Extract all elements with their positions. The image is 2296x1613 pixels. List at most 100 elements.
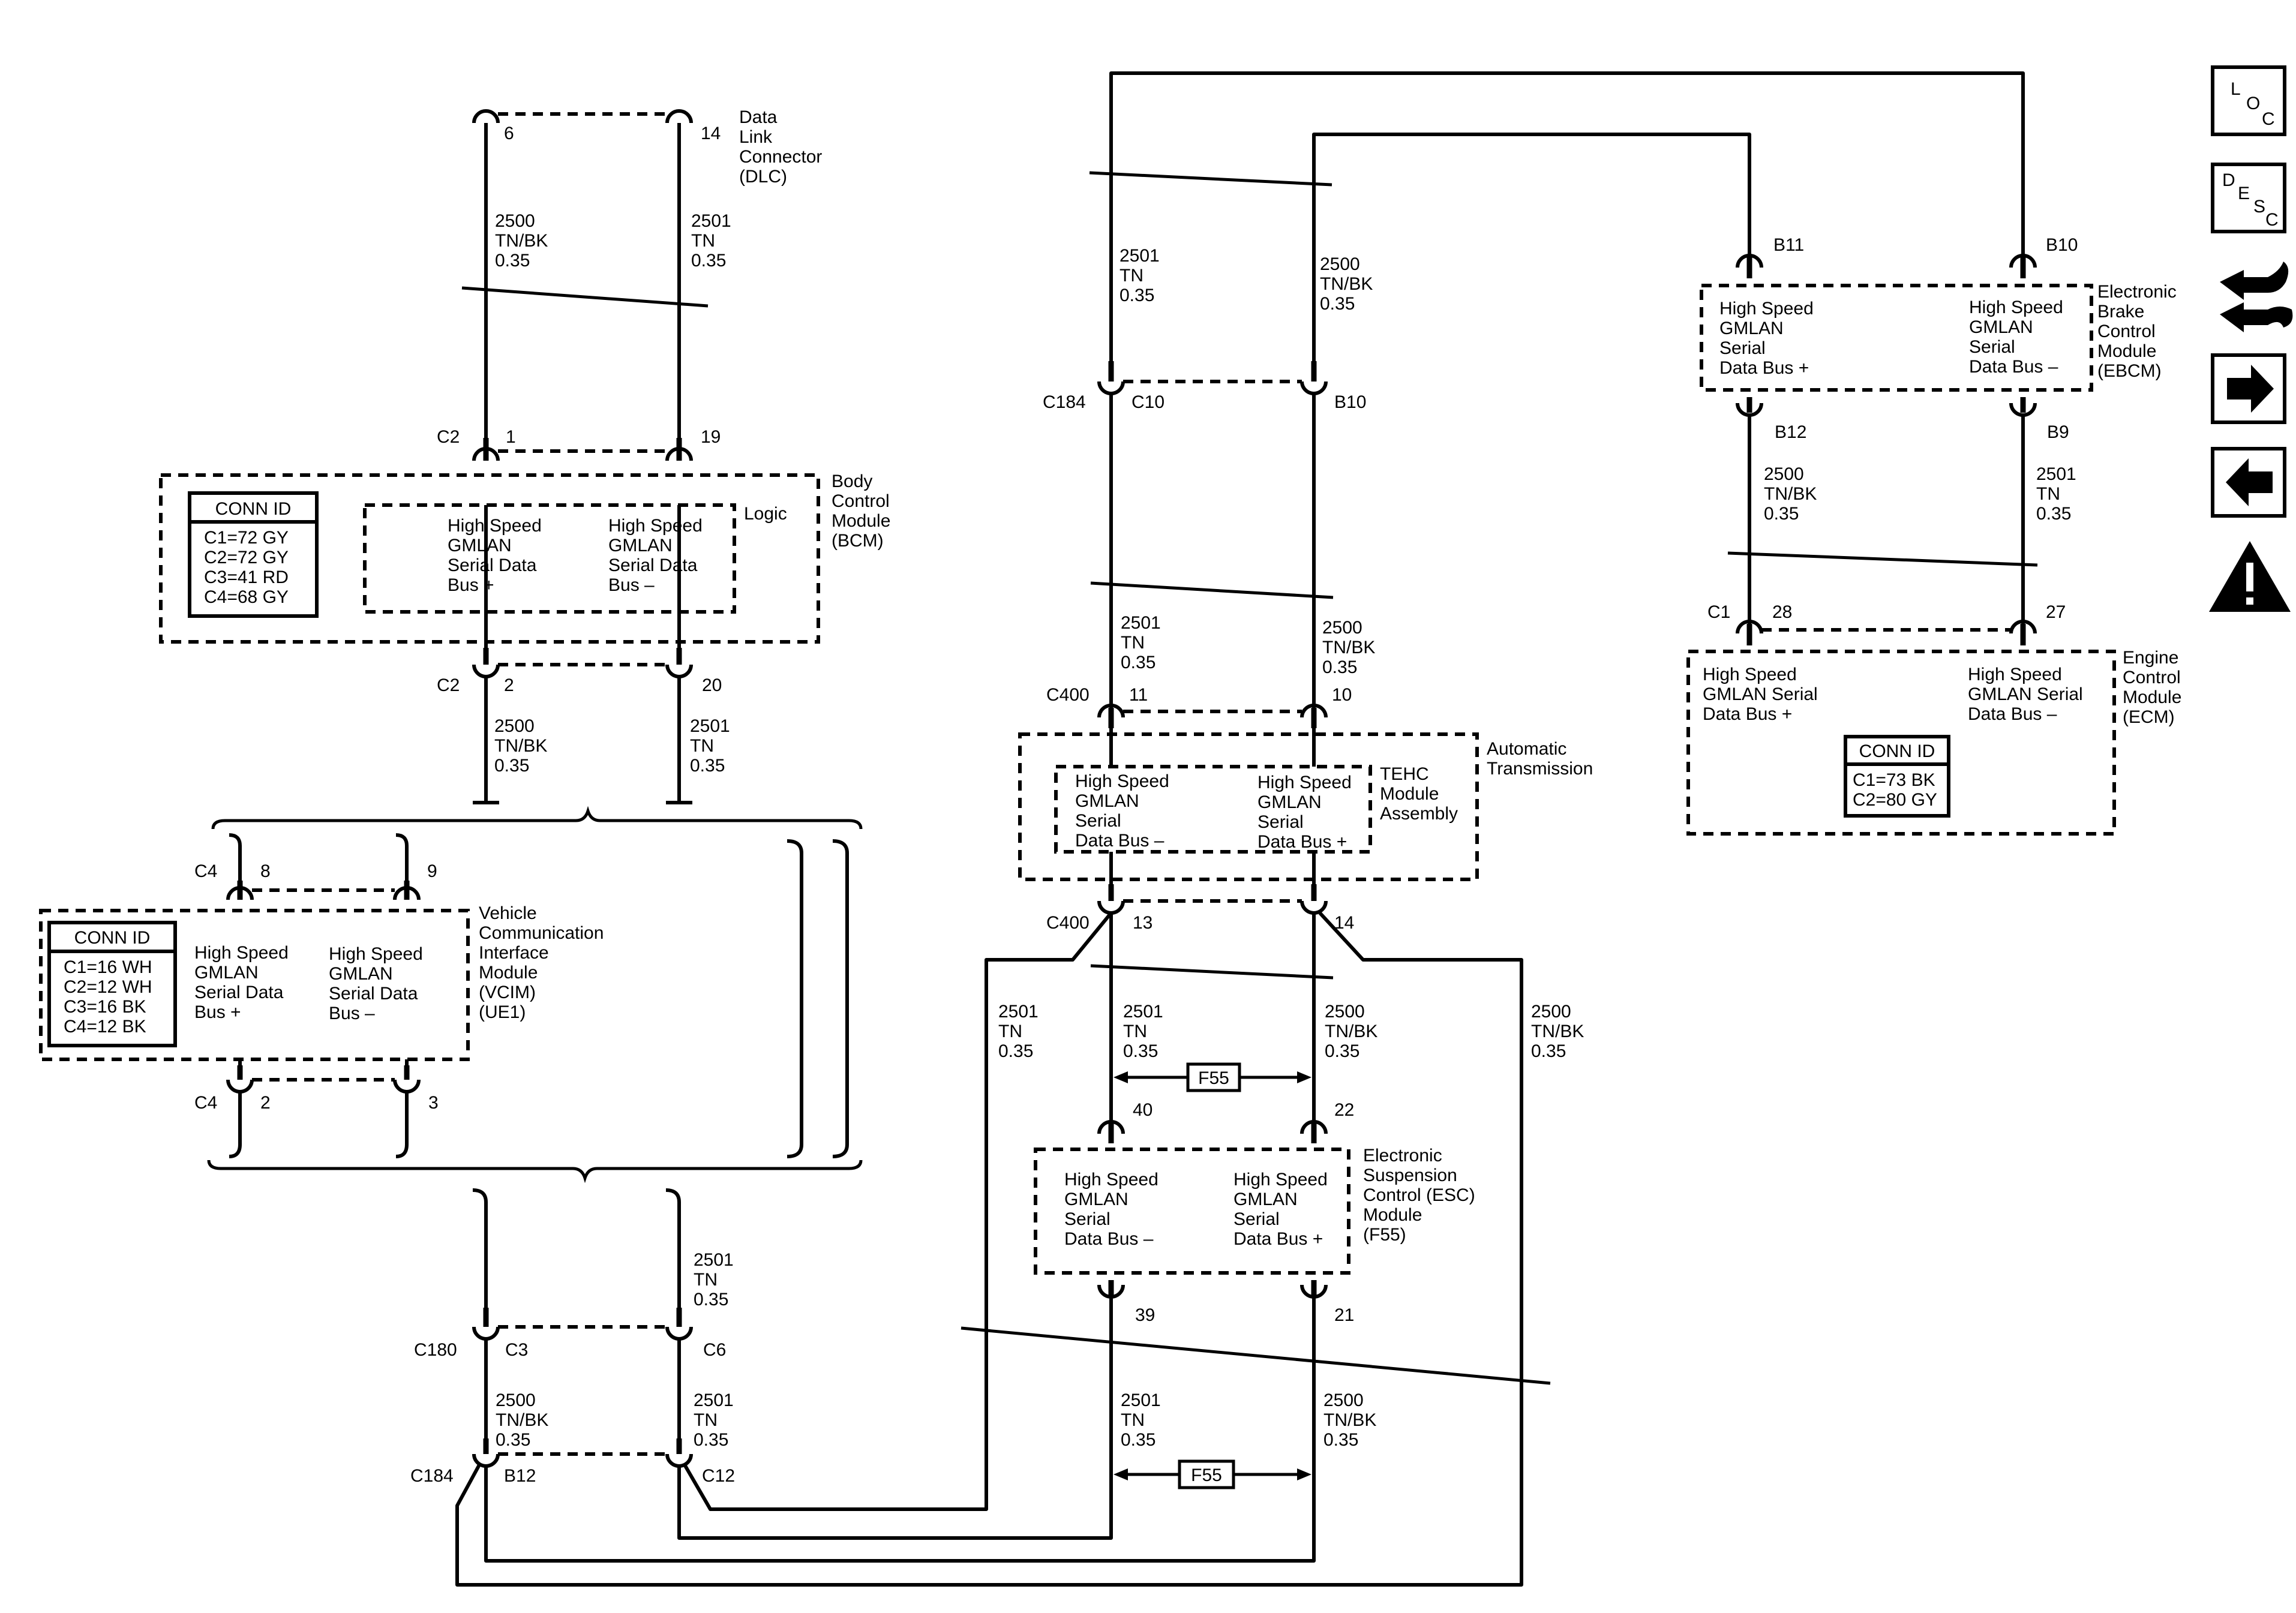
bcm-top-conn: C2 [437, 427, 460, 447]
ecm-left-func: High Speed GMLAN Serial Data Bus + [1703, 665, 1823, 724]
ecm-conn-id-title: CONN ID [1859, 741, 1935, 761]
esc-name: Electronic Suspension Control (ESC) Modu… [1363, 1146, 1480, 1245]
bcm-bottom-pin-b: 20 [702, 675, 722, 695]
dlc-pin-14: 14 [701, 124, 721, 143]
c400-top-pin-11: 11 [1129, 685, 1148, 705]
c400-top-connector: C400 11 10 [1046, 685, 1352, 728]
bcm-top-pin-a: 1 [506, 427, 516, 447]
c184-label-center: C184 [1043, 392, 1086, 412]
connector-icon[interactable] [2220, 262, 2293, 332]
center-wire-right-mid: 2500 TN/BK 0.35 [1322, 618, 1380, 677]
f55-option-bottom: F55 [1114, 1459, 1311, 1489]
bcm-bottom-pin-a: 2 [504, 675, 514, 695]
f55-option-top: F55 [1114, 1062, 1311, 1092]
c400-top-pin-10: 10 [1332, 685, 1352, 705]
esc-wire-bottom-right: 2500 TN/BK 0.35 [1323, 1390, 1382, 1450]
ecm-conn-c1: C1 [1707, 602, 1730, 622]
c184-pin-c10: C10 [1132, 392, 1164, 412]
bcm-name: Body Control Module (BCM) [832, 471, 896, 551]
next-arrow-icon[interactable] [2211, 353, 2286, 424]
lower-left-connectors: 2501 TN 0.35 C180 C3 C6 2500 TN/BK 0.35 … [410, 1188, 739, 1486]
c400-bottom-pin-13: 13 [1133, 913, 1152, 933]
esc-pin-39: 39 [1135, 1305, 1155, 1325]
c184-pin-b12: B12 [504, 1466, 536, 1486]
center-wire-left-top: 2501 TN 0.35 [1120, 246, 1164, 305]
c180-pin-c3: C3 [505, 1340, 528, 1360]
vcim-bottom-pin-b: 3 [428, 1093, 439, 1113]
c400-bottom-connector: C400 13 14 [1046, 884, 1354, 933]
esc-wire-outer-left: 2501 TN 0.35 [998, 1002, 1043, 1061]
center-wire-right-top: 2500 TN/BK 0.35 [1320, 254, 1378, 314]
vcim-conn-id-title: CONN ID [74, 928, 151, 948]
esc-module: 40 22 High Speed GMLAN Serial Data Bus –… [1034, 1100, 1480, 1325]
bcm-top-pin-b: 19 [701, 427, 721, 447]
dlc-name: Data Link Connector (DLC) [739, 107, 827, 187]
dlc-wire-a-label: 2500 TN/BK 0.35 [495, 211, 553, 271]
tehc-outer-name: Automatic Transmission [1487, 739, 1593, 779]
c184-label-left: C184 [410, 1466, 454, 1486]
vcim-top-pin-b: 9 [427, 861, 437, 881]
desc-letter-s: S [2253, 197, 2265, 217]
ecm-pin-27: 27 [2046, 602, 2066, 622]
vcim-left-func: High Speed GMLAN Serial Data Bus + [194, 943, 293, 1022]
dlc-connector: 6 14 Data Link Connector (DLC) [472, 107, 827, 187]
ecm-conn-ids: C1=73 BK C2=80 GY [1853, 770, 1940, 810]
c180-label: C180 [414, 1340, 457, 1360]
bcm-bottom-conn: C2 [437, 675, 460, 695]
esc-wire-outer-right: 2500 TN/BK 0.35 [1531, 1002, 1589, 1061]
desc-letter-e: E [2238, 184, 2250, 203]
desc-letter-c: C [2265, 210, 2279, 230]
vcim-right-func: High Speed GMLAN Serial Data Bus – [329, 944, 428, 1023]
bcm-conn-ids: C1=72 GY C2=72 GY C3=41 RD C4=68 GY [204, 528, 293, 607]
ecm-name: Engine Control Module (ECM) [2123, 648, 2187, 727]
tehc-inner-name: TEHC Module Assembly [1380, 764, 1458, 824]
esc-pin-40: 40 [1133, 1100, 1152, 1120]
desc-icon[interactable]: D E S C [2211, 163, 2286, 233]
vcim-module: C4 8 9 CONN ID C1=16 WH C2=12 WH C3=16 B… [39, 833, 604, 1158]
dlc-wire-b-label: 2501 TN 0.35 [691, 211, 736, 271]
esc-wire-inner-left: 2501 TN 0.35 [1123, 1002, 1168, 1061]
c180-wire-b-label: 2501 TN 0.35 [694, 1250, 739, 1309]
loc-icon[interactable]: L O C [2211, 65, 2286, 136]
esc-wire-bottom-left: 2501 TN 0.35 [1121, 1390, 1166, 1450]
vcim-conn-ids: C1=16 WH C2=12 WH C3=16 BK C4=12 BK [64, 957, 157, 1037]
c400-top-label: C400 [1046, 685, 1090, 705]
bcm-module: C2 1 19 Logic Body Control Module (BCM) … [159, 427, 896, 695]
esc-wire-inner-right: 2500 TN/BK 0.35 [1325, 1002, 1383, 1061]
loc-letter-c: C [2262, 109, 2275, 129]
esc-right-func: High Speed GMLAN Serial Data Bus + [1233, 1170, 1332, 1249]
ebcm-wire-a-label: 2500 TN/BK 0.35 [1764, 464, 1822, 524]
tehc-left-func: High Speed GMLAN Serial Data Bus – [1075, 771, 1174, 851]
ebcm-right-func: High Speed GMLAN Serial Data Bus – [1969, 298, 2068, 377]
bcm-conn-id-title: CONN ID [215, 499, 292, 519]
c184-pin-c12: C12 [702, 1466, 735, 1486]
vcim-top-pin-a: 8 [260, 861, 271, 881]
vcim-top-conn: C4 [194, 861, 217, 881]
bcm-right-func: High Speed GMLAN Serial Data Bus – [608, 516, 707, 595]
f55-option-bottom-label: F55 [1191, 1465, 1222, 1485]
ebcm-module: B11 B10 High Speed GMLAN Serial Data Bus… [1700, 235, 2181, 442]
vcim-bottom-pin-a: 2 [260, 1093, 271, 1113]
ebcm-name: Electronic Brake Control Module (EBCM) [2097, 282, 2181, 381]
vcim-bottom-conn: C4 [194, 1093, 217, 1113]
c180-wire-a-mid-label: 2500 TN/BK 0.35 [496, 1390, 554, 1450]
back-arrow-icon[interactable] [2211, 447, 2286, 518]
dlc-pin-6: 6 [504, 124, 514, 143]
bcm-left-func: High Speed GMLAN Serial Data Bus + [448, 516, 547, 595]
tehc-module: High Speed GMLAN Serial Data Bus – High … [1018, 728, 1593, 894]
c180-wire-b-mid-label: 2501 TN 0.35 [694, 1390, 739, 1450]
c184-pin-b10: B10 [1334, 392, 1366, 412]
bcm-wire-b-label: 2501 TN 0.35 [690, 716, 735, 776]
esc-left-func: High Speed GMLAN Serial Data Bus – [1064, 1170, 1163, 1249]
ecm-module: C1 28 27 High Speed GMLAN Serial Data Bu… [1686, 602, 2187, 836]
ebcm-pin-b12: B12 [1775, 422, 1806, 442]
esc-pin-21: 21 [1334, 1305, 1354, 1325]
ebcm-pin-b10: B10 [2046, 235, 2078, 255]
ebcm-pin-b11: B11 [1773, 235, 1804, 255]
ebcm-pin-b9: B9 [2047, 422, 2069, 442]
c400-bottom-pin-14: 14 [1334, 913, 1354, 933]
ebcm-left-func: High Speed GMLAN Serial Data Bus + [1719, 299, 1818, 378]
warning-icon[interactable] [2209, 541, 2291, 612]
esc-pin-22: 22 [1334, 1100, 1354, 1120]
